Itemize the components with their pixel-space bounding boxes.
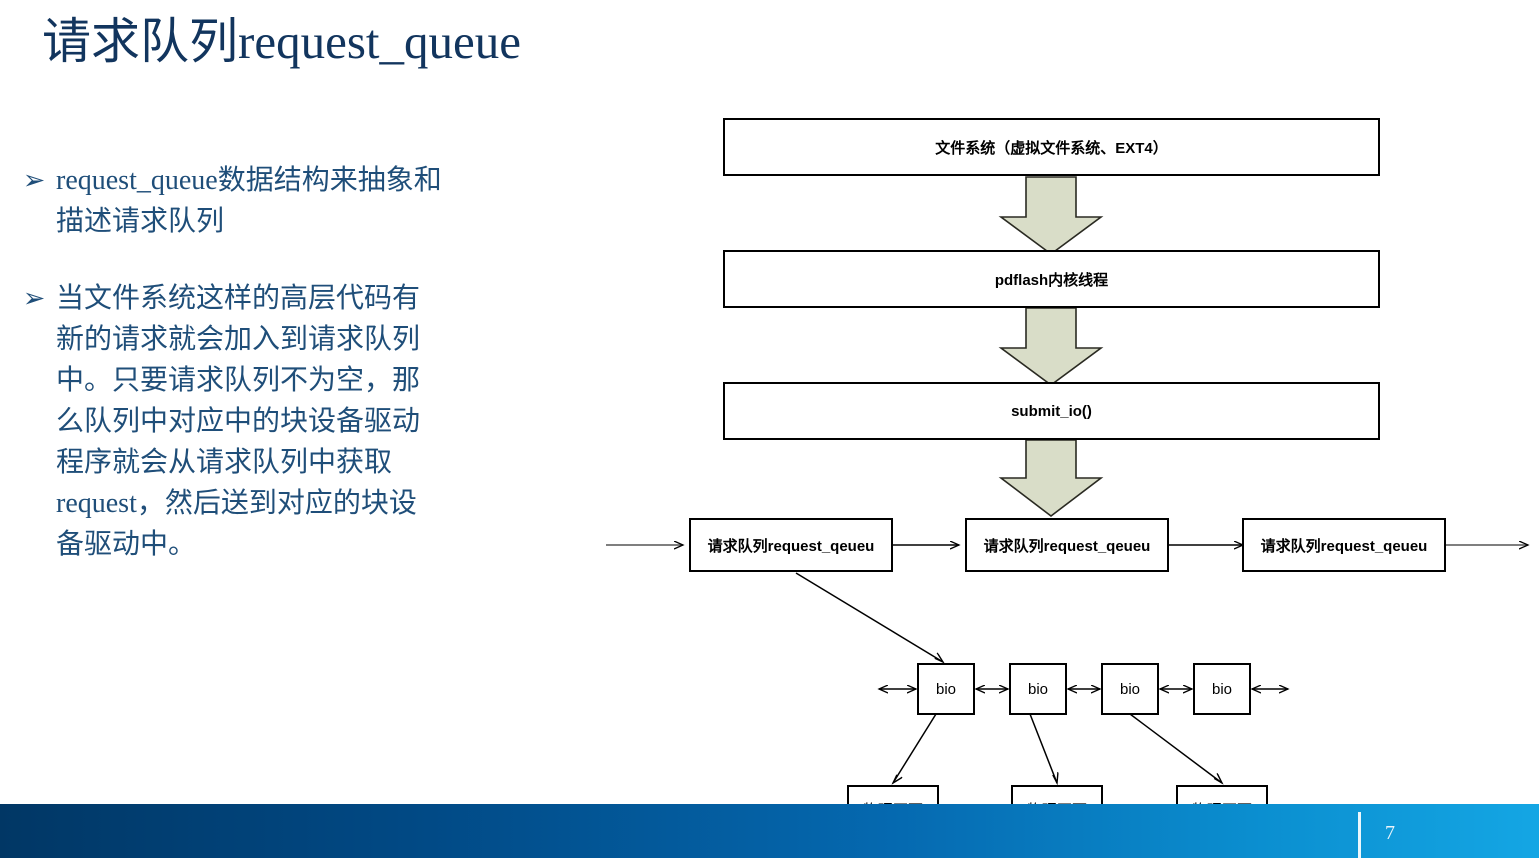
box-label: 文件系统（虚拟文件系统、EXT4） <box>935 139 1168 157</box>
down-block-arrow-icon <box>998 176 1104 518</box>
box-label: bio <box>935 680 957 698</box>
box-label: submit_io() <box>1011 402 1092 420</box>
diagram-box-bio-1[interactable]: bio <box>917 663 975 715</box>
diagonal-arrow-icon <box>893 713 1222 783</box>
box-label: bio <box>1027 680 1049 698</box>
box-label: 请求队列request_qeueu <box>983 537 1151 555</box>
bullet-text: 当文件系统这样的高层代码有新的请求就会加入到请求队列中。只要请求队列不为空，那么… <box>56 283 421 560</box>
diagram-box-submit-io[interactable]: submit_io() <box>723 382 1380 440</box>
box-label: 请求队列request_qeueu <box>1260 537 1428 555</box>
bullet-list: ➢ request_queue数据结构来抽象和描述请求队列 ➢ 当文件系统这样的… <box>12 160 442 601</box>
bullet-text: request_queue数据结构来抽象和描述请求队列 <box>56 165 442 237</box>
diagram-box-request-queue-3[interactable]: 请求队列request_qeueu <box>1242 518 1446 572</box>
page-title: 请求队列request_queue <box>42 14 521 69</box>
diagram-box-bio-4[interactable]: bio <box>1193 663 1251 715</box>
list-item: ➢ 当文件系统这样的高层代码有新的请求就会加入到请求队列中。只要请求队列不为空，… <box>12 278 442 565</box>
bullet-arrow-icon: ➢ <box>22 283 46 314</box>
diagram-box-bio-2[interactable]: bio <box>1009 663 1067 715</box>
footer-divider <box>1358 812 1361 858</box>
footer-bar <box>0 804 1539 858</box>
diagram-box-bio-3[interactable]: bio <box>1101 663 1159 715</box>
diagram-box-request-queue-1[interactable]: 请求队列request_qeueu <box>689 518 893 572</box>
page-number: 7 <box>1385 822 1395 844</box>
box-label: pdflash内核线程 <box>994 271 1109 289</box>
diagram-box-pdflash[interactable]: pdflash内核线程 <box>723 250 1380 308</box>
list-item: ➢ request_queue数据结构来抽象和描述请求队列 <box>12 160 442 242</box>
box-label: bio <box>1211 680 1233 698</box>
box-label: bio <box>1119 680 1141 698</box>
bullet-arrow-icon: ➢ <box>22 165 46 196</box>
diagram-box-filesystem[interactable]: 文件系统（虚拟文件系统、EXT4） <box>723 118 1380 176</box>
box-label: 请求队列request_qeueu <box>707 537 875 555</box>
diagonal-arrow-icon <box>795 572 943 662</box>
diagram-box-request-queue-2[interactable]: 请求队列request_qeueu <box>965 518 1169 572</box>
